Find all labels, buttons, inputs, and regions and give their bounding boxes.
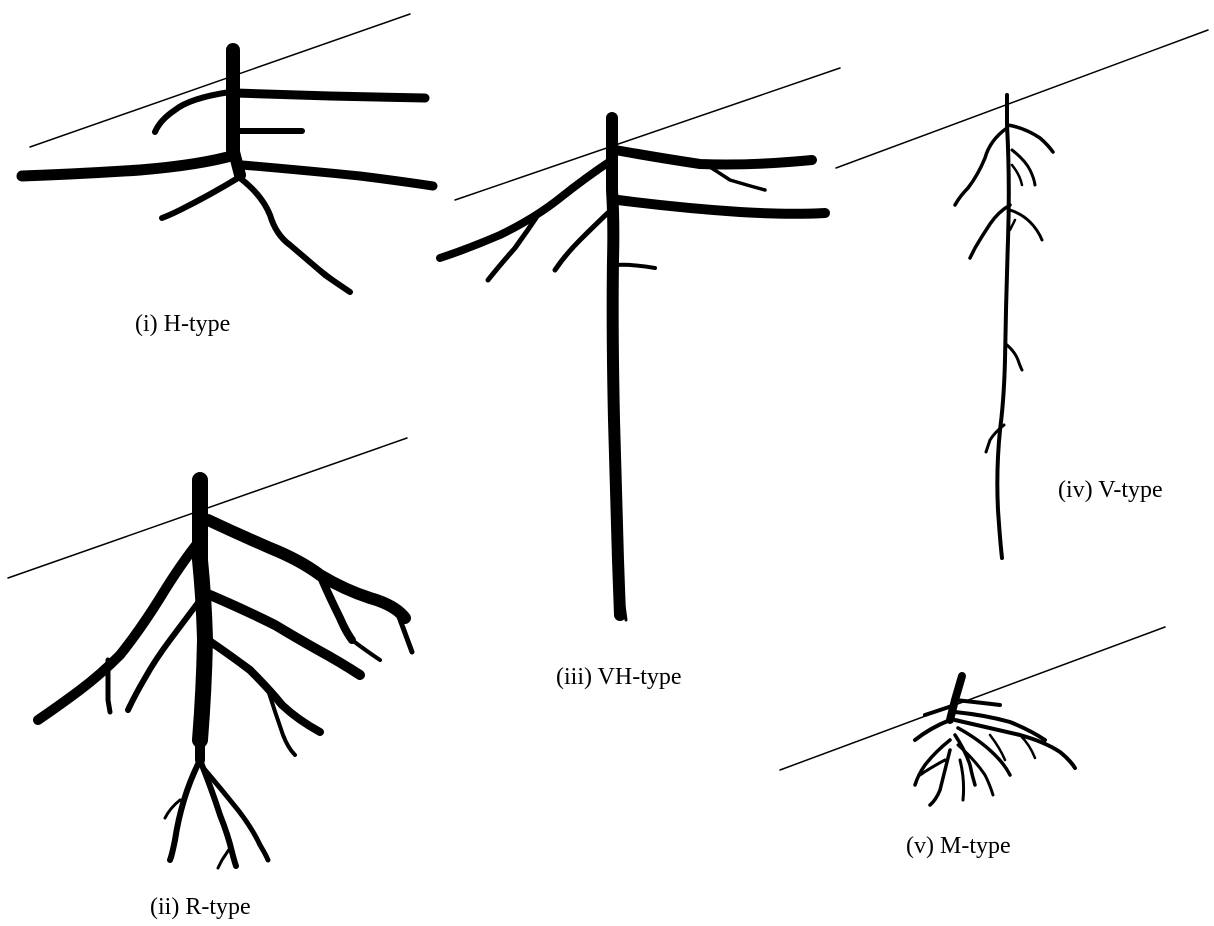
vh-type-ground-line xyxy=(455,68,840,200)
h-type-lateral-root xyxy=(240,178,350,292)
vh-type-lateral-root xyxy=(618,200,825,214)
r-type-root-diagram xyxy=(8,438,412,868)
h-type-ground-line xyxy=(30,14,410,147)
m-type-root-diagram xyxy=(780,627,1165,805)
h-type-lateral-root xyxy=(22,155,235,176)
m-type-ground-line xyxy=(780,627,1165,770)
caption-v-type: (iv) V-type xyxy=(1058,478,1163,502)
caption-m-type: (v) M-type xyxy=(906,834,1011,858)
v-type-ground-line xyxy=(836,30,1208,168)
h-type-root-diagram xyxy=(22,14,433,292)
vh-type-root-diagram xyxy=(440,68,840,620)
caption-vh-type: (iii) VH-type xyxy=(556,665,682,689)
v-type-taproot xyxy=(997,95,1008,558)
vh-type-lateral-root xyxy=(440,160,612,258)
caption-h-type: (i) H-type xyxy=(135,312,230,336)
caption-r-type: (ii) R-type xyxy=(150,895,251,919)
